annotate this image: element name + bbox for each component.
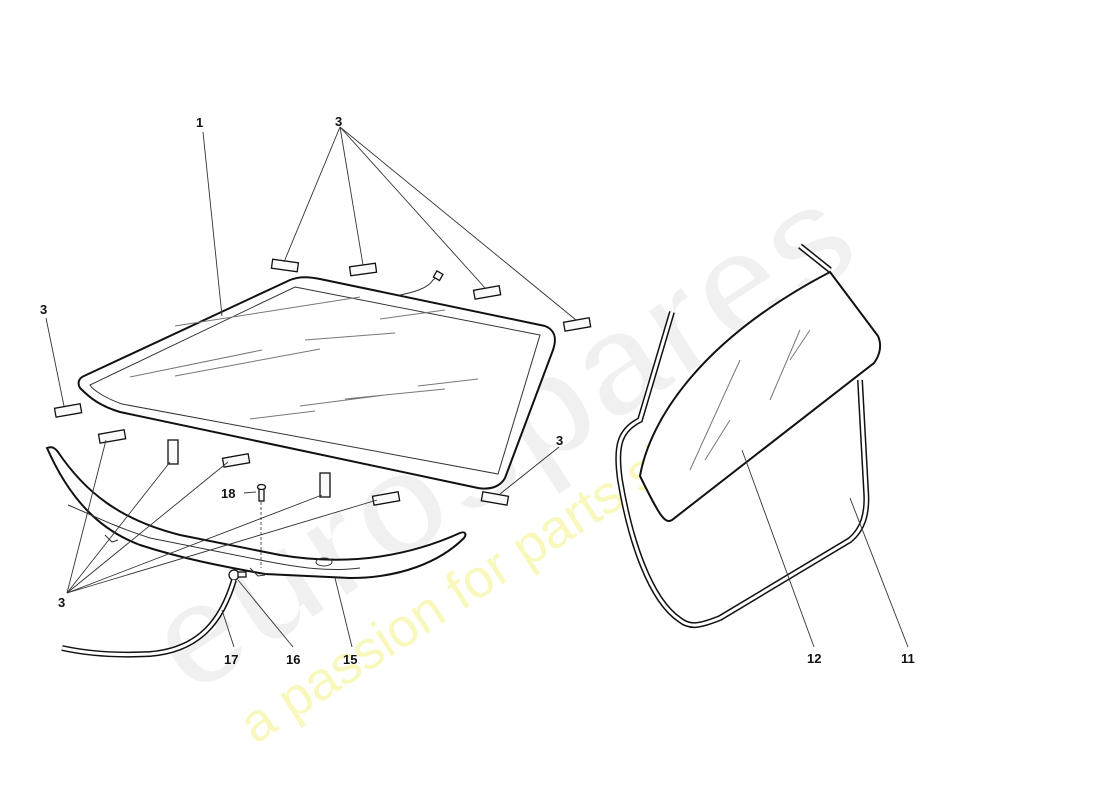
callout-11: 11 <box>901 651 915 666</box>
callout-12: 12 <box>807 651 821 666</box>
callout-3-bottom: 3 <box>58 595 65 610</box>
callout-17: 17 <box>224 652 238 667</box>
door-seal-part[interactable] <box>615 243 870 628</box>
lower-trim-part[interactable] <box>45 446 467 580</box>
side-window-part[interactable] <box>638 270 882 522</box>
windscreen-part[interactable] <box>77 270 556 490</box>
callout-3-top: 3 <box>335 114 342 129</box>
callout-3-right: 3 <box>556 433 563 448</box>
spacer-blocks[interactable] <box>53 258 592 506</box>
callout-18: 18 <box>221 486 235 501</box>
callout-labels: 1 3 3 3 3 11 12 15 16 17 18 <box>40 114 915 667</box>
leader-lines <box>45 126 909 648</box>
callout-3-left: 3 <box>40 302 47 317</box>
callout-15: 15 <box>343 652 357 667</box>
callout-16: 16 <box>286 652 300 667</box>
hose-part[interactable] <box>61 579 237 658</box>
callout-1: 1 <box>196 115 203 130</box>
